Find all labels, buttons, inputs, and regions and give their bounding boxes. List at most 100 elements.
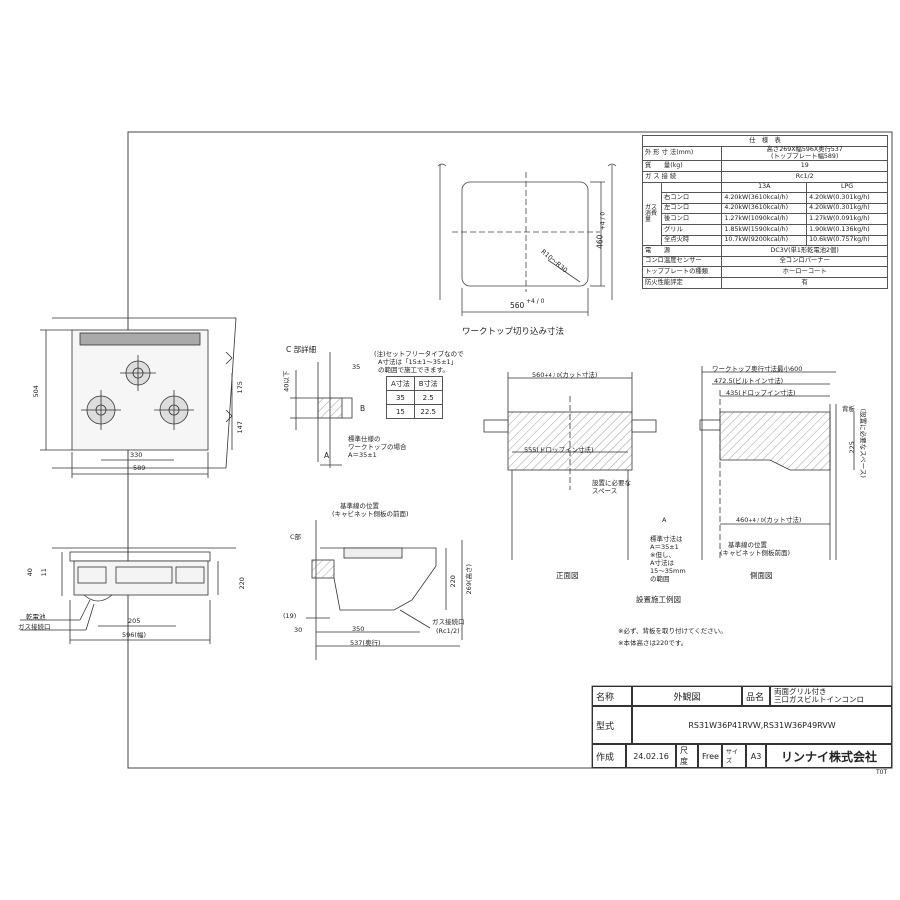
spec-sensor-label: コンロ温度センサー [641,255,723,268]
spec-fire-label: 防火性能評定 [641,276,723,289]
install-front-drawing [483,372,657,560]
inst-front-555: 555(ドロップイン寸法) [524,446,594,454]
c-detail-drawing [290,352,353,468]
dim-330: 330 [130,451,143,459]
spec-col-13a: 13A [721,181,808,194]
inst-side-225: 225 [847,441,856,454]
inst-std3: ※但し、 [650,551,675,559]
spec-power-value: DC3V(単1形乾電池2個) [721,245,888,257]
cutout-height: 460 [595,234,605,249]
inst-std5: 15～35mm [650,567,686,575]
side-dim-350: 350 [352,625,365,633]
inst-ref2: (キャビネット側板前面) [720,549,791,557]
inst-side-472: 472.5(ビルトイン寸法) [714,377,784,385]
spec-gas-value: Rc1/2 [721,171,888,183]
side-dim-537: 537(奥行) [350,639,381,647]
install-example-label: 設置施工例図 [636,595,681,604]
tb-item-value: 両面グリル付き三口ガスビルトインコンロ [770,686,892,706]
inst-ref1: 基準線の位置 [728,541,767,549]
tb-model-value: RS31W36P41RVW,RS31W36P49RVW [632,706,892,744]
inst-side-460: 460+4 / 0(カット寸法) [736,516,802,524]
side-gas-rc: (Rc1/2) [436,627,460,635]
spec-mass-value: 19 [721,160,888,173]
space-line1: 設置に必要な [592,479,631,487]
inst-std6: の範囲 [650,575,670,583]
tb-item-label: 品名 [742,686,770,706]
dim-35: 35 [352,363,361,371]
tb-model-label: 型式 [592,706,632,744]
label-battery: 乾電池 [26,613,46,621]
side-dim-220: 220 [448,575,457,588]
inst-side-435: 435(ドロップイン寸法) [726,389,796,397]
install-side-drawing [699,366,855,560]
side-gas-label: ガス接続口 [432,618,465,626]
dim-205: 205 [128,617,141,625]
label-b: B [360,404,366,413]
tb-size-value: A3 [746,744,766,768]
inst-side-space: (設置に必要なスペース) [858,408,867,478]
dim-147: 147 [235,421,244,434]
dim-220: 220 [237,577,246,590]
dim-40: 40 [25,568,34,577]
tb-name-value: 外観図 [632,686,742,706]
spec-size-value: 高さ269X幅596X奥行537(トッププレート幅589) [721,145,888,162]
tb-size-label: サイズ [722,744,746,768]
spec-top-value: ホーローコート [721,266,888,278]
cutout-width-tol: +4 / 0 [526,298,545,305]
space-line2: スペース [592,487,618,495]
side-view-drawing [306,520,463,660]
spec-mass-label: 質 量(kg) [641,160,723,173]
front-view-drawing [20,547,236,644]
cutout-title: ワークトップ切り込み寸法 [462,327,565,337]
inst-side-backboard: 背板 [842,405,855,413]
side-dim-30: 30 [294,626,303,634]
c-detail-title: C 部詳細 [286,345,317,354]
spec-table: 仕 様 表 外 形 寸 法(mm) 高さ269X幅596X奥行537(トッププレ… [641,135,888,289]
spec-col-lpg: LPG [806,181,888,194]
dim-40-max: 40以下 [282,370,291,392]
tb-made-label: 作成 [592,744,626,768]
dim-11: 11 [39,568,48,577]
dim-596: 596(幅) [122,631,146,639]
tb-date-value: 24.02.16 [626,744,676,768]
note-height: ※本体高さは220です。 [618,639,688,647]
spec-gas-consumption-label: ガス消費量 [642,181,662,247]
spec-size-label: 外 形 寸 法(mm) [641,145,723,162]
spec-gas-label: ガ ス 接 続 [641,171,723,183]
inst-side-600: ワークトップ奥行寸法最小600 [712,365,803,373]
tb-code: T0T [876,769,888,776]
side-dim-19: (19) [283,612,297,620]
std-line3: A＝35±1 [348,451,377,459]
inst-std4: A寸法は [650,559,674,567]
dim-504: 504 [31,385,40,398]
spec-sensor-value: 全コンロバーナー [721,255,888,268]
side-view-label: 側面図 [750,571,773,580]
dim-589: 589 [133,464,146,472]
side-ref-line1: 基準線の位置 [340,502,379,510]
cutout-height-tol: +4 / 0 [599,211,607,231]
c-part-mark: C部 [290,533,302,541]
tb-company: リンナイ株式会社 [766,744,892,768]
label-gas-inlet: ガス接続口 [18,623,51,631]
label-a: A [324,451,330,460]
dim-175: 175 [235,381,244,394]
inst-std1: 標準寸法は [650,535,683,543]
tb-name-label: 名称 [592,686,632,706]
inst-side-mark-a: A [662,516,667,524]
spec-fire-value: 有 [721,276,888,289]
spec-power-label: 電 源 [641,245,723,257]
std-line2: ワークトップの場合 [348,443,407,451]
cutout-drawing [437,163,617,316]
inst-std2: A＝35±1 [650,543,679,551]
tb-scale-label: 尺度 [676,744,698,768]
inst-front-560: 560+4 / 0(カット寸法) [532,371,598,379]
tb-scale-value: Free [698,744,722,768]
spec-title: 仕 様 表 [642,135,888,147]
note-line1: (注)セットフリータイプなので [374,350,464,358]
